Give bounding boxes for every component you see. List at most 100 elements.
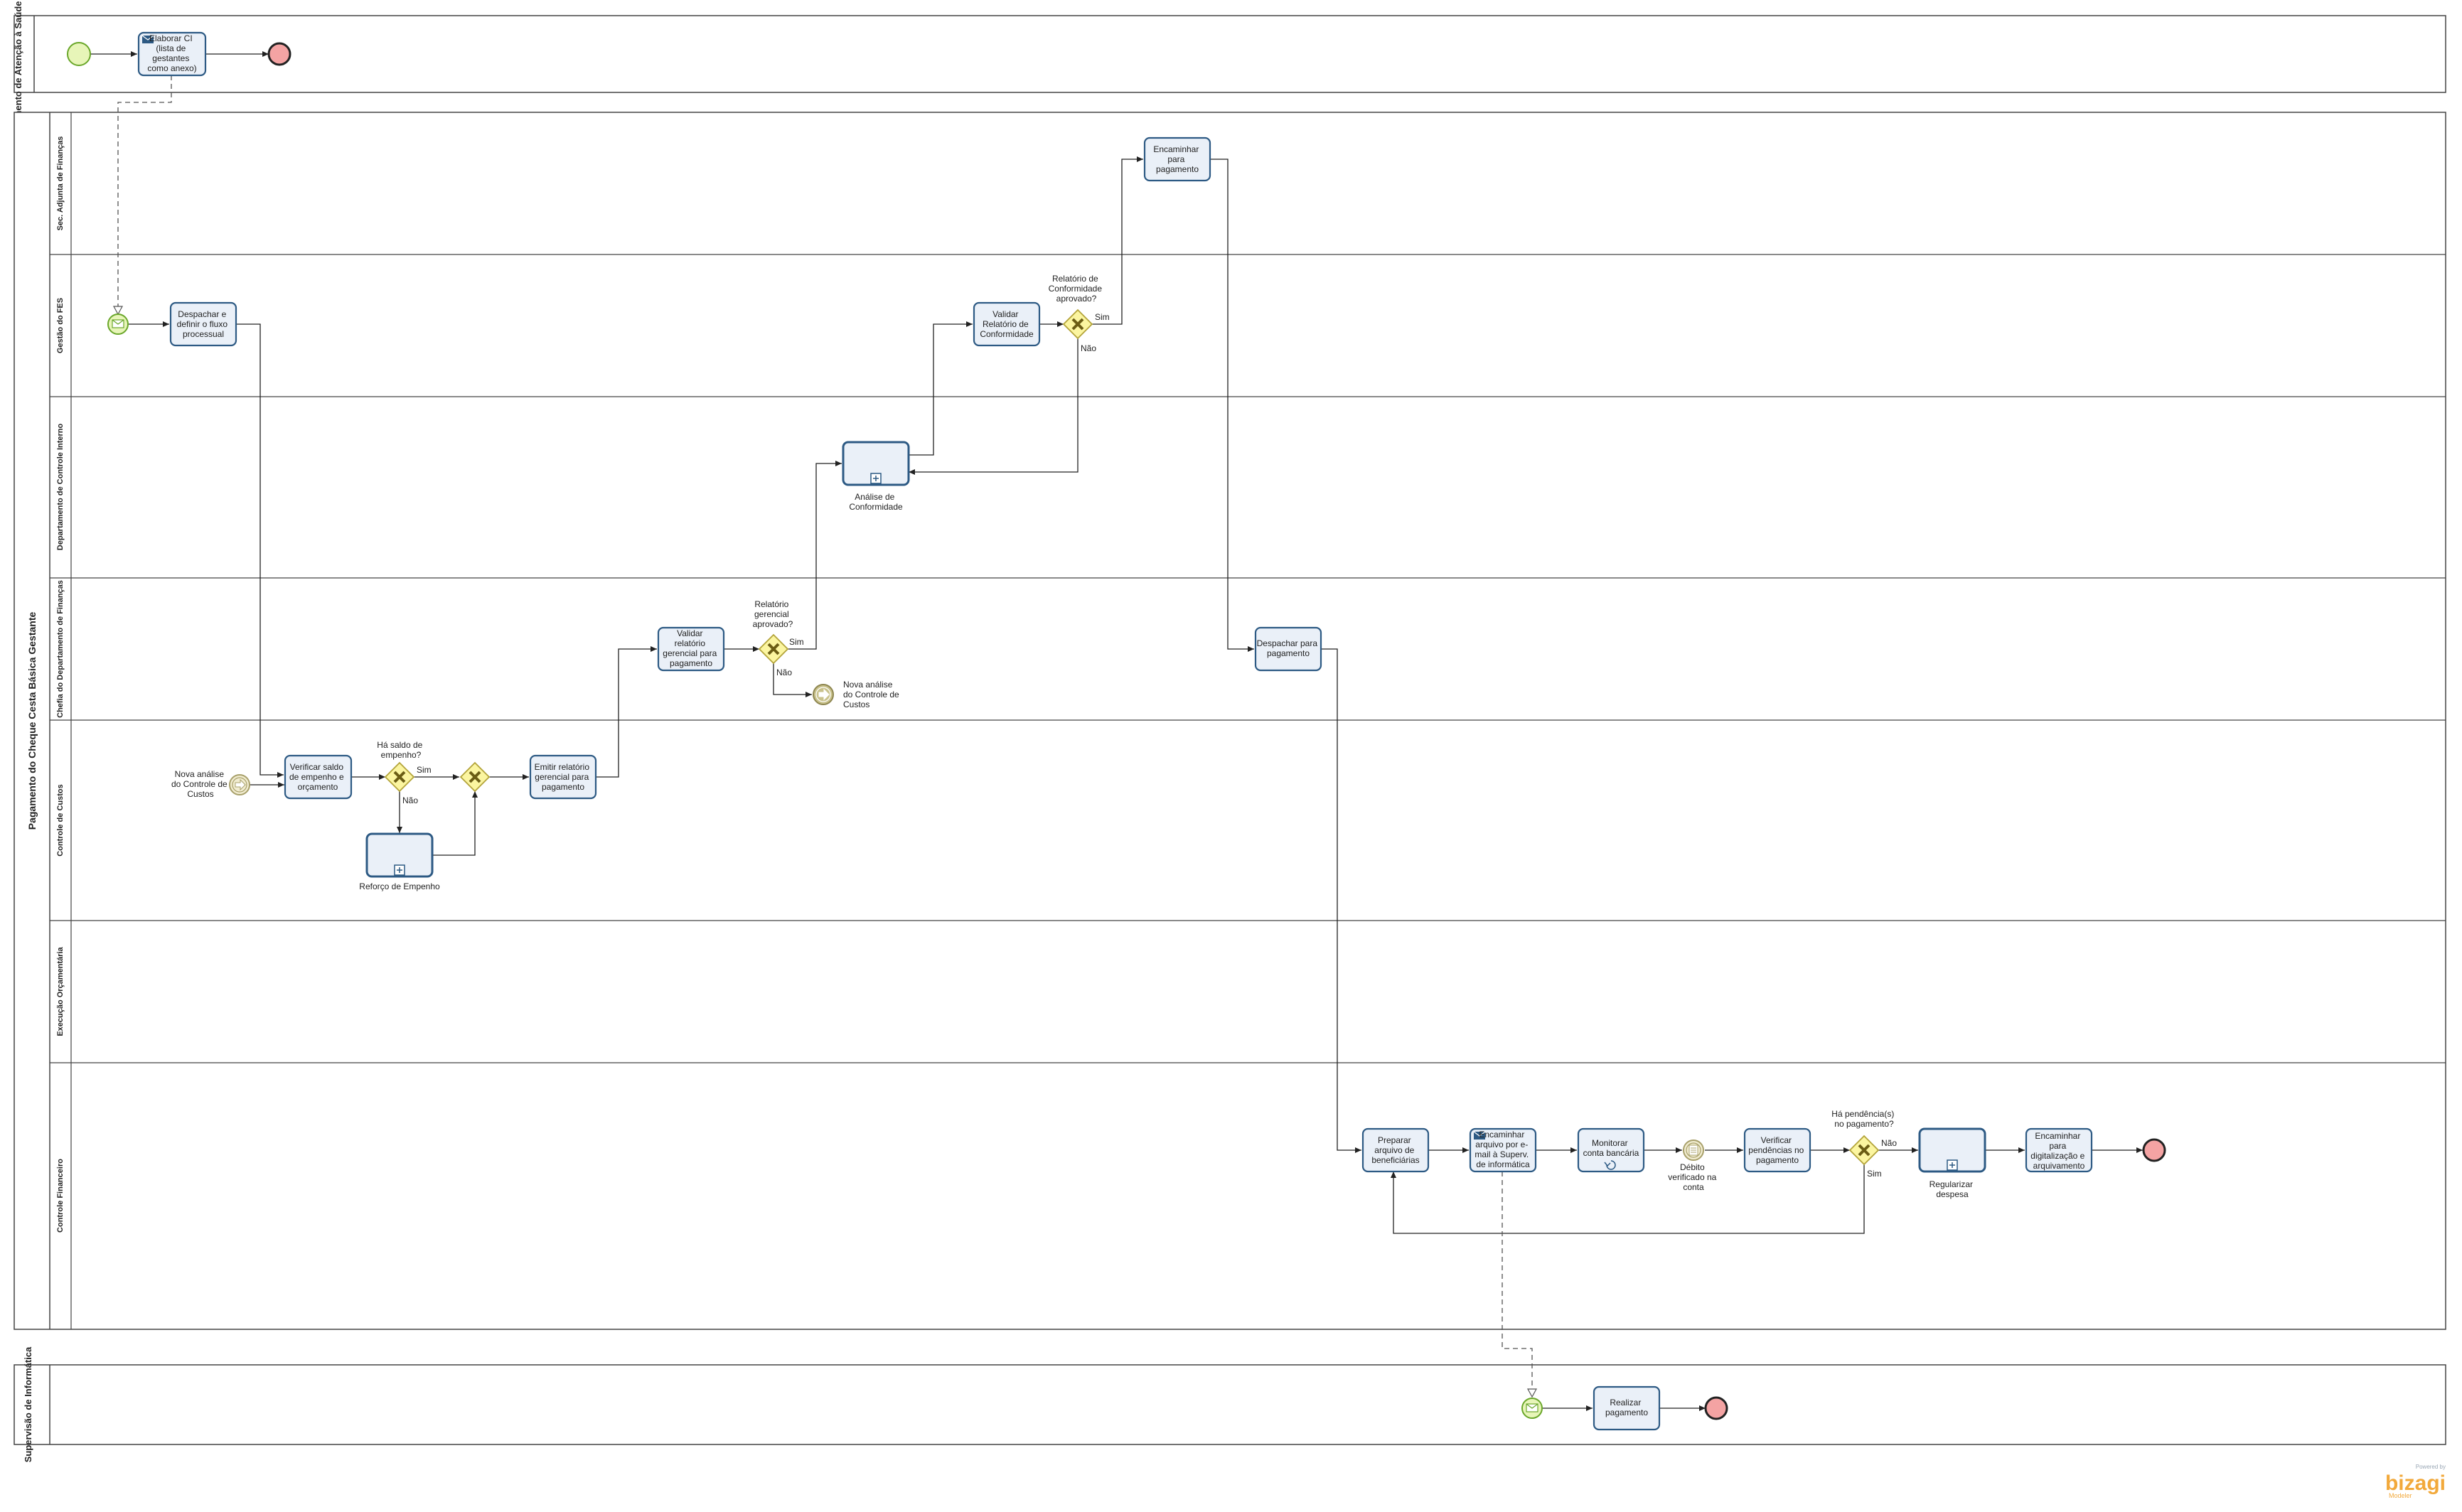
gateway-pendencias-label: Há pendência(s) no pagamento? bbox=[1831, 1109, 1896, 1129]
logo-name: bizagi bbox=[2385, 1471, 2446, 1495]
loop-icon bbox=[1606, 1160, 1616, 1170]
task-validar-conformidade[interactable]: Validar Relatório de Conformidade bbox=[973, 301, 1041, 347]
task-despachar-pagamento[interactable]: Despachar para pagamento bbox=[1254, 626, 1322, 672]
link-catch-event-nova-analise[interactable] bbox=[229, 774, 250, 795]
svg-text:Encaminhar arquivo por e: Encaminhar arquivo por e- mail à Superv.… bbox=[1474, 1130, 1531, 1169]
exclusive-x-icon bbox=[393, 771, 406, 783]
subprocess-regularizar-caption: Regularizar despesa bbox=[1930, 1179, 1976, 1199]
lane-eo-label: Execução Orçamentária bbox=[56, 946, 65, 1036]
task-realizar-pagamento[interactable]: Realizar pagamento bbox=[1593, 1385, 1661, 1431]
send-message-icon bbox=[1473, 1131, 1486, 1140]
flow-despachar-verificar bbox=[236, 323, 284, 778]
pool-main-title: Pagamento do Cheque Cesta Básica Gestant… bbox=[26, 612, 38, 830]
pool-si-title: Supervisão de Informática bbox=[23, 1346, 33, 1462]
gateway-saldo[interactable] bbox=[384, 761, 415, 793]
label-sim-conformidade: Sim bbox=[1095, 312, 1110, 322]
link-arrow-icon bbox=[818, 688, 830, 701]
task-elaborar-ci[interactable]: Elaborar CI (lista de gestantes como ane… bbox=[137, 31, 207, 77]
lane-dci-label: Departamento de Controle Interno bbox=[56, 423, 65, 550]
label-nao-saldo: Não bbox=[402, 795, 418, 805]
svg-text:Validar Relatório de: Validar Relatório de Conformidade bbox=[980, 309, 1034, 339]
debito-caption: Débito verificado na conta bbox=[1668, 1162, 1718, 1192]
end-event-si[interactable] bbox=[1704, 1396, 1728, 1420]
start-event[interactable] bbox=[67, 42, 91, 66]
task-monitorar-conta[interactable]: Monitorar conta bancária bbox=[1577, 1127, 1645, 1173]
task-verificar-pendencias[interactable]: Verificar pendências no pagamento bbox=[1743, 1127, 1811, 1173]
gateway-gerencial[interactable] bbox=[758, 633, 789, 665]
gateway-conformidade-label: Relatório de Conformidade aprovado? bbox=[1049, 274, 1105, 304]
gateway-conformidade[interactable] bbox=[1062, 309, 1093, 340]
task-verificar-saldo[interactable]: Verificar saldo de empenho e orçamento bbox=[284, 754, 353, 800]
flow-conformidade-nao bbox=[909, 338, 1079, 475]
task-encaminhar-arquivo[interactable]: Encaminhar arquivo por e- mail à Superv.… bbox=[1469, 1127, 1537, 1173]
send-message-icon bbox=[141, 35, 154, 43]
exclusive-x-icon bbox=[1071, 318, 1084, 331]
nova-analise-custos-caption: Nova análise do Controle de Custos bbox=[171, 769, 230, 799]
lane-saf-label: Sec. Adjunta de Finanças bbox=[56, 136, 65, 231]
svg-text:Emitir relatório gerenci: Emitir relatório gerencial para pagament… bbox=[535, 762, 592, 792]
task-despachar-fluxo[interactable]: Despachar e definir o fluxo processual bbox=[169, 301, 237, 347]
flow-gerencial-nao bbox=[773, 663, 812, 697]
exclusive-x-icon bbox=[1858, 1144, 1870, 1157]
pool-dasm: Departamento de Atenção à Saúde da Mulhe… bbox=[13, 0, 2446, 154]
task-emitir-relatorio[interactable]: Emitir relatório gerencial para pagament… bbox=[529, 754, 597, 800]
svg-text:Elaborar CI (lista de: Elaborar CI (lista de gestantes como ane… bbox=[147, 33, 196, 73]
flow-despachar-preparar bbox=[1321, 648, 1361, 1153]
svg-text:Encaminhar para di: Encaminhar para digitalização e arquivam… bbox=[2030, 1131, 2087, 1171]
subprocess-analise-caption: Análise de Conformidade bbox=[849, 492, 903, 512]
logo-powered: Powered by bbox=[2416, 1464, 2446, 1470]
svg-text:Encaminhar para pa: Encaminhar para pagamento bbox=[1153, 144, 1201, 174]
flow-gerencial-sim bbox=[788, 461, 842, 650]
gateway-gerencial-label: Relatório gerencial aprovado? bbox=[753, 599, 793, 629]
link-throw-event-nova-analise[interactable] bbox=[813, 684, 834, 705]
flow-encaminhar-despachar bbox=[1210, 159, 1254, 652]
gateway-pendencias[interactable] bbox=[1848, 1135, 1880, 1166]
subprocess-regularizar-despesa[interactable] bbox=[1918, 1127, 1986, 1173]
logo-product: Modeler bbox=[2389, 1492, 2412, 1499]
pool-si: Supervisão de Informática bbox=[14, 1346, 2446, 1462]
label-sim-saldo: Sim bbox=[417, 765, 432, 775]
message-start-event-si[interactable] bbox=[1521, 1398, 1543, 1419]
label-nao-pendencias: Não bbox=[1881, 1138, 1897, 1148]
lane-cf-label: Controle Financeiro bbox=[56, 1159, 65, 1233]
conditional-event-debito[interactable] bbox=[1683, 1140, 1704, 1161]
svg-text:Verificar pendências no: Verificar pendências no pagamento bbox=[1748, 1135, 1806, 1165]
gateway-saldo-label: Há saldo de empenho? bbox=[377, 740, 424, 760]
end-event-cf[interactable] bbox=[2142, 1138, 2166, 1162]
svg-text:Despachar e definir o fl: Despachar e definir o fluxo processual bbox=[177, 309, 230, 339]
task-encaminhar-pagamento[interactable]: Encaminhar para pagamento bbox=[1143, 136, 1211, 182]
task-preparar-arquivo[interactable]: Preparar arquivo de beneficiárias bbox=[1361, 1127, 1430, 1173]
label-sim-gerencial: Sim bbox=[789, 637, 804, 647]
subprocess-reforco-empenho[interactable] bbox=[365, 832, 434, 878]
exclusive-x-icon bbox=[767, 643, 780, 655]
message-flow-elaborar-gfes bbox=[118, 75, 172, 314]
task-validar-relatorio-gerencial[interactable]: Validar relatório gerencial para pagamen… bbox=[657, 626, 725, 672]
svg-text:Verificar saldo de empen: Verificar saldo de empenho e orçamento bbox=[289, 762, 346, 792]
task-encaminhar-digitalizacao[interactable]: Encaminhar para digitalização e arquivam… bbox=[2025, 1127, 2093, 1173]
gateway-merge[interactable] bbox=[459, 761, 491, 793]
svg-text:Monitorar conta bancária: Monitorar conta bancária bbox=[1583, 1138, 1639, 1158]
flow-analise-validar bbox=[909, 321, 973, 456]
flow-reforco-merge bbox=[432, 791, 478, 856]
svg-text:Preparar arquivo de: Preparar arquivo de beneficiárias bbox=[1371, 1135, 1419, 1165]
lane-cdf-label: Chefia do Departamento de Finanças bbox=[56, 580, 65, 718]
flow-conformidade-sim bbox=[1092, 156, 1143, 325]
lane-cc-label: Controle de Custos bbox=[56, 784, 65, 856]
message-start-event-gfes[interactable] bbox=[107, 313, 129, 335]
subprocess-analise-conformidade[interactable] bbox=[842, 441, 910, 486]
exclusive-x-icon bbox=[469, 771, 481, 783]
subprocess-reforco-caption: Reforço de Empenho bbox=[359, 881, 440, 891]
nova-analise-link-caption: Nova análise do Controle de Custos bbox=[843, 680, 901, 709]
message-flows bbox=[118, 75, 1532, 1397]
label-nao-conformidade: Não bbox=[1081, 343, 1096, 353]
svg-text:Realizar pagamento: Realizar pagamento bbox=[1605, 1398, 1648, 1417]
sequence-flows bbox=[90, 51, 2143, 1411]
link-arrow-icon bbox=[235, 778, 246, 791]
end-event[interactable] bbox=[267, 42, 291, 66]
flow-pendencias-sim bbox=[1391, 1164, 1865, 1234]
lane-gfes-label: Gestão do FES bbox=[56, 298, 65, 353]
svg-text:Despachar para pagamento: Despachar para pagamento bbox=[1257, 638, 1320, 658]
label-nao-gerencial: Não bbox=[776, 667, 792, 677]
svg-text:Validar relatório: Validar relatório gerencial para pagamen… bbox=[663, 628, 719, 668]
